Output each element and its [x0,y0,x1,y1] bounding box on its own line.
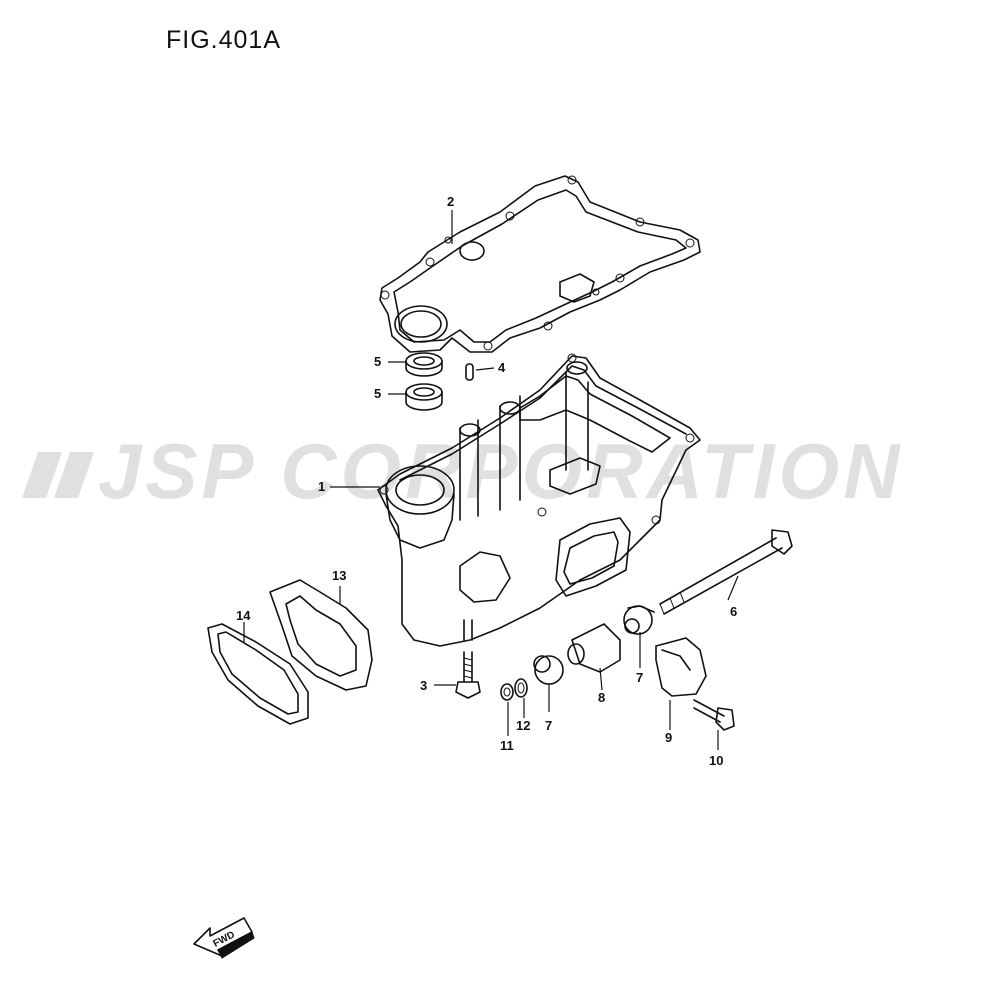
figure-title: FIG.401A [166,26,281,54]
part-8-thermostat [567,623,621,673]
leader-6 [727,575,739,601]
callout-12: 12 [516,718,530,733]
part-6-long-bolt [659,529,793,615]
part-13-cover [269,579,373,691]
callout-6: 6 [730,604,737,619]
part-3-bolt [455,651,481,699]
callout-4: 4 [498,360,506,375]
callout-7-left: 7 [545,718,552,733]
leader-lines [243,210,739,750]
callout-5-upper: 5 [374,354,381,369]
watermark-text: JSP CORPORATION [98,427,903,515]
part-11-washer [500,683,514,701]
callout-14: 14 [236,608,251,623]
part-5-oil-seal-upper [405,352,443,377]
part-7-thermostat-seal-left [533,655,564,685]
callout-13: 13 [332,568,346,583]
leader-4 [475,367,495,371]
part-4-dowel-pin [465,363,474,381]
part-12-o-ring [514,678,528,698]
part-5-oil-seal-lower [405,383,443,411]
callout-7-right: 7 [636,670,643,685]
callout-3: 3 [420,678,427,693]
part-14-gasket [207,623,309,725]
callout-2: 2 [447,194,454,209]
part-2-gasket [379,175,701,353]
callout-10: 10 [709,753,723,768]
watermark: JSP CORPORATION [22,427,903,515]
callout-1: 1 [318,479,325,494]
part-1-cylinder-head [377,353,701,647]
part-7-thermostat-seal-right [623,605,655,635]
watermark-logo-mark [22,452,94,498]
callout-5-lower: 5 [374,386,381,401]
forward-direction-arrow: FWD [193,917,255,959]
callout-9: 9 [665,730,672,745]
callout-8: 8 [598,690,605,705]
callout-11: 11 [500,738,514,753]
leader-8 [599,667,603,691]
part-9-thermostat-cover [655,637,707,697]
callout-labels: 2 5 5 4 1 3 6 7 8 7 9 10 11 12 13 14 [236,194,737,768]
part-10-bolt [693,699,735,731]
